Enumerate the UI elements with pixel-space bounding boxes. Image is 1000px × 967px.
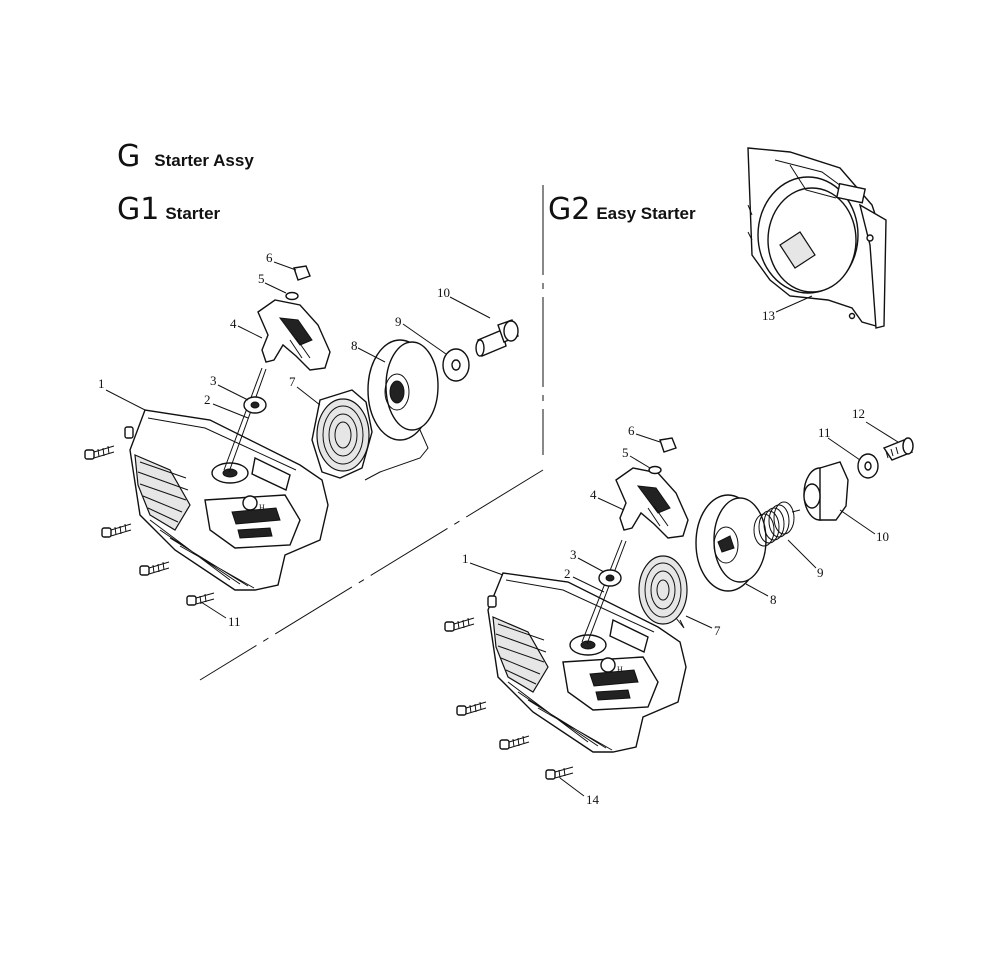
screw xyxy=(456,701,487,716)
pulley-washer xyxy=(442,348,470,382)
recoil-spring xyxy=(638,555,688,629)
rope-knot-cap xyxy=(293,265,311,281)
recoil-spring xyxy=(311,389,373,479)
screw xyxy=(101,523,132,538)
callout-13: 13 xyxy=(762,308,775,323)
section-heading-g1: G1 Starter xyxy=(117,195,220,225)
lock-mark-h: H xyxy=(259,503,265,512)
rope-pulley xyxy=(695,494,767,592)
pulley-hub xyxy=(803,461,849,521)
lock-mark-h: H xyxy=(617,665,623,674)
callout-5: 5 xyxy=(622,445,629,460)
callout-4: 4 xyxy=(590,487,597,502)
starter-rope xyxy=(223,367,267,473)
screw xyxy=(139,561,170,576)
hub-washer xyxy=(857,453,879,479)
callout-6: 6 xyxy=(266,250,273,265)
callout-5: 5 xyxy=(258,271,265,286)
section-code: G2 xyxy=(548,192,591,227)
pulley-bolt xyxy=(475,319,519,357)
buffer-spring xyxy=(753,501,801,547)
screw xyxy=(499,735,530,750)
section-divider xyxy=(199,185,544,681)
g2-easy-starter-assembly: H xyxy=(444,147,914,807)
screw xyxy=(444,617,475,632)
housing-screws xyxy=(444,617,574,780)
starter-housing: H xyxy=(487,572,687,753)
rope-pulley xyxy=(364,339,439,481)
callout-8: 8 xyxy=(770,592,777,607)
callout-4: 4 xyxy=(230,316,237,331)
fan-cover xyxy=(747,147,887,329)
callout-10: 10 xyxy=(876,529,889,544)
section-title: Easy Starter xyxy=(596,204,696,223)
rope-knot-cap xyxy=(659,437,677,453)
g2-callout-labels: 1 2 3 4 5 6 7 8 9 10 11 xyxy=(462,295,899,807)
callout-11: 11 xyxy=(818,425,831,440)
section-heading-g: G Starter Assy xyxy=(117,142,254,172)
callout-1: 1 xyxy=(98,376,105,391)
small-washer xyxy=(648,465,662,475)
starter-handle xyxy=(257,299,331,371)
g1-starter-assembly: H xyxy=(84,250,519,629)
callout-2: 2 xyxy=(204,392,211,407)
section-code: G1 xyxy=(117,192,160,227)
callout-10: 10 xyxy=(437,285,450,300)
callout-2: 2 xyxy=(564,566,571,581)
screw xyxy=(186,592,215,606)
starter-housing: H xyxy=(124,409,329,591)
starter-handle xyxy=(615,467,689,539)
callout-1: 1 xyxy=(462,551,469,566)
callout-3: 3 xyxy=(570,547,577,562)
callout-9: 9 xyxy=(817,565,824,580)
rope-guide xyxy=(243,396,267,414)
small-washer xyxy=(285,291,299,301)
screw xyxy=(545,766,574,780)
section-code: G xyxy=(117,139,141,174)
callout-12: 12 xyxy=(852,406,865,421)
callout-8: 8 xyxy=(351,338,358,353)
callout-9: 9 xyxy=(395,314,402,329)
section-heading-g2: G2 Easy Starter xyxy=(548,195,696,225)
g1-callout-labels: 1 2 3 4 5 6 7 8 9 10 11 xyxy=(98,250,491,629)
callout-7: 7 xyxy=(714,623,721,638)
callout-6: 6 xyxy=(628,423,635,438)
hub-screw xyxy=(882,437,914,461)
section-title: Starter Assy xyxy=(154,151,254,170)
callout-14: 14 xyxy=(586,792,600,807)
callout-7: 7 xyxy=(289,374,296,389)
rope-guide xyxy=(598,569,622,587)
housing-screws xyxy=(84,445,215,606)
callout-3: 3 xyxy=(210,373,217,388)
screw xyxy=(84,445,115,460)
section-title: Starter xyxy=(165,204,221,223)
callout-11: 11 xyxy=(228,614,241,629)
